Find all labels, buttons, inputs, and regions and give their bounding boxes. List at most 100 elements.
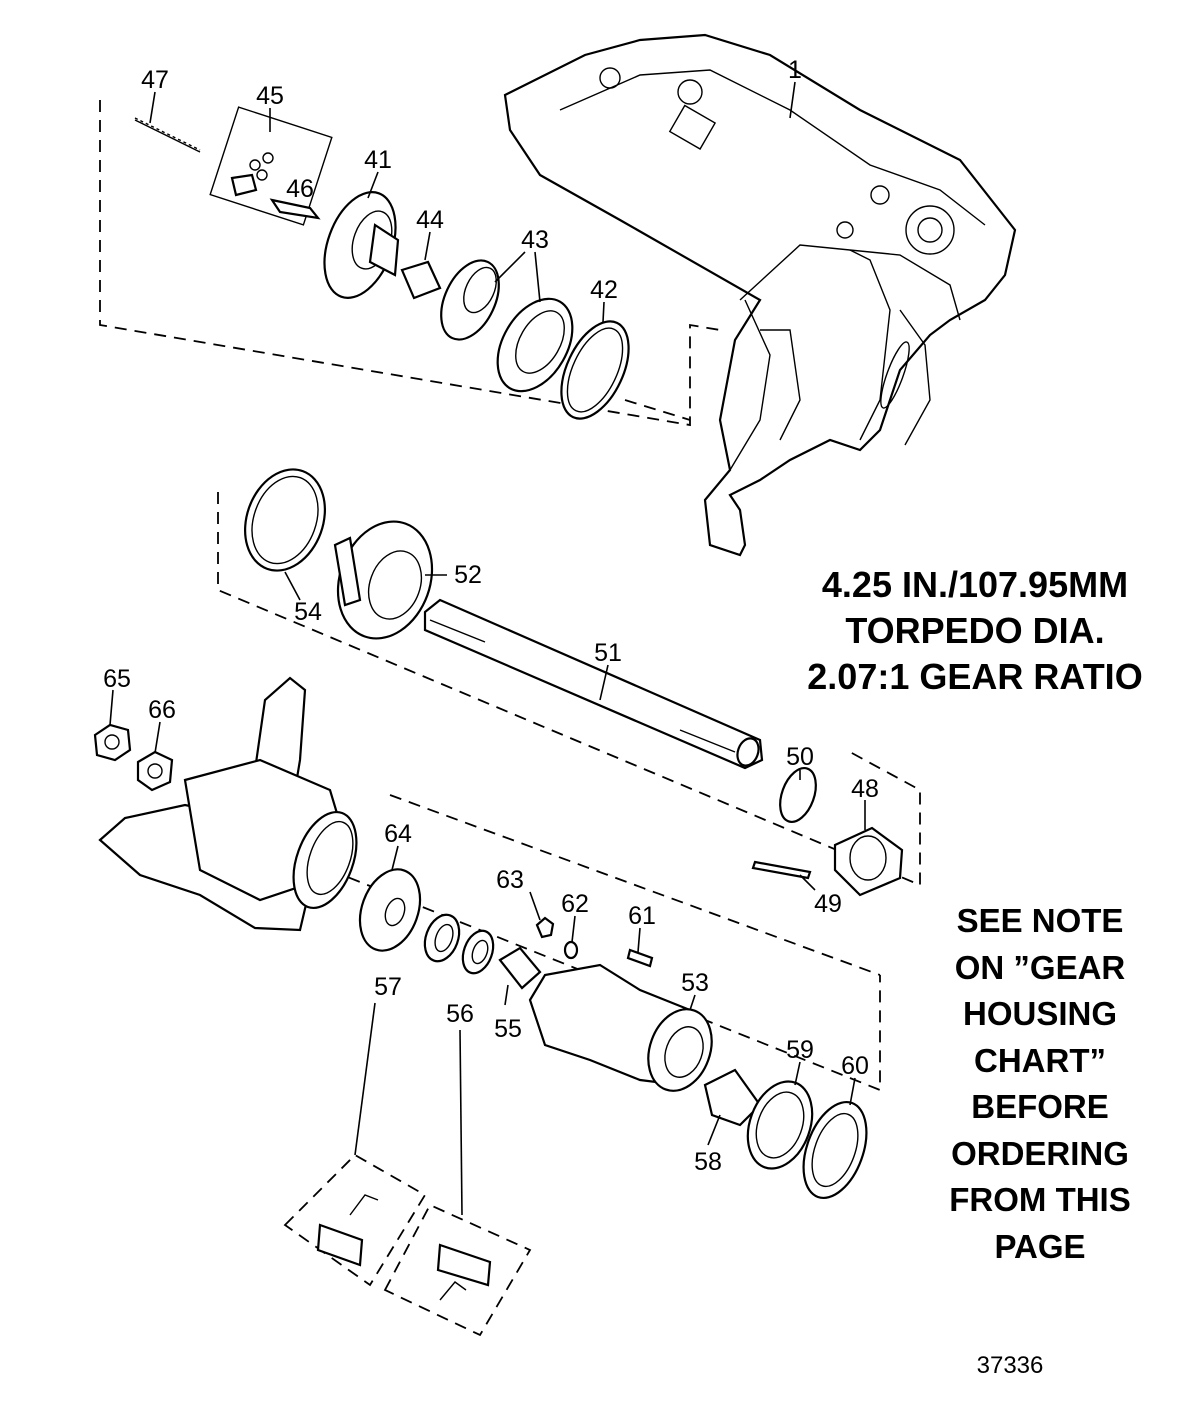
leader-47 xyxy=(149,91,156,124)
leader-57 xyxy=(354,1002,376,1156)
leader-63 xyxy=(529,891,541,921)
callout-43: 43 xyxy=(521,226,549,254)
seal-part-56 xyxy=(461,929,495,975)
callout-52: 52 xyxy=(454,561,482,589)
note-line-1: SEE NOTE xyxy=(956,902,1124,939)
detail-pin-right xyxy=(436,1243,492,1301)
leader-54 xyxy=(284,571,301,601)
callout-55: 55 xyxy=(494,1015,522,1043)
cam-kit-part-45 xyxy=(209,106,333,226)
leader-41 xyxy=(367,171,379,199)
leader-59 xyxy=(794,1061,801,1086)
leader-53 xyxy=(689,994,696,1011)
note-line-6: ORDERING xyxy=(951,1134,1129,1172)
leader-60 xyxy=(849,1077,856,1106)
callout-42: 42 xyxy=(590,276,618,304)
leader-64 xyxy=(391,845,399,871)
leader-51 xyxy=(599,664,609,701)
upper-assembly-dashed-right xyxy=(624,399,691,421)
detail-pin-left xyxy=(316,1194,379,1267)
bearing-part-58 xyxy=(703,1068,762,1127)
callout-57: 57 xyxy=(374,973,402,1001)
shim-ring-part-42 xyxy=(560,320,630,420)
bearing-part-44 xyxy=(400,260,442,300)
bearing-carrier-part-53 xyxy=(528,963,713,1092)
gear-housing-part-1 xyxy=(503,33,1017,557)
callout-65: 65 xyxy=(103,665,131,693)
note-line-3: HOUSING xyxy=(962,995,1117,1032)
callout-63: 63 xyxy=(496,866,524,894)
spec-line-3: 2.07:1 GEAR RATIO xyxy=(807,656,1143,697)
figure-number: 37336 xyxy=(976,1352,1044,1379)
spring-part-47 xyxy=(134,117,201,153)
detail-box-left xyxy=(283,1153,427,1287)
leader-56 xyxy=(459,1029,463,1216)
callout-46: 46 xyxy=(286,175,314,203)
callout-58: 58 xyxy=(694,1148,722,1176)
propeller-shaft-part-51 xyxy=(423,598,764,770)
seal-part-57 xyxy=(423,913,461,963)
leader-65 xyxy=(109,689,114,726)
callout-50: 50 xyxy=(786,743,814,771)
note-line-4: CHART” xyxy=(974,1041,1106,1079)
washer-part-62 xyxy=(563,940,579,960)
thrust-hub-part-64 xyxy=(358,868,422,952)
callout-60: 60 xyxy=(841,1052,869,1080)
callout-64: 64 xyxy=(384,820,412,848)
cam-part-46 xyxy=(269,198,321,220)
spec-line-2: TORPEDO DIA. xyxy=(845,610,1105,651)
leader-62 xyxy=(571,915,576,943)
callout-48: 48 xyxy=(851,775,879,803)
leader-55 xyxy=(504,984,509,1006)
upper-assembly-dashed-outline xyxy=(99,100,721,427)
note-line-5: BEFORE xyxy=(971,1088,1109,1125)
shaft-assembly-dashed-outline xyxy=(217,492,921,887)
leader-44 xyxy=(424,231,431,261)
pinion-gear-part-41 xyxy=(323,191,400,299)
callout-61: 61 xyxy=(628,902,656,930)
callout-45: 45 xyxy=(256,82,284,110)
leader-61 xyxy=(637,927,641,953)
tapered-bearing-part-43 xyxy=(440,259,574,393)
callout-51: 51 xyxy=(594,639,622,667)
callout-59: 59 xyxy=(786,1036,814,1064)
callout-66: 66 xyxy=(148,696,176,724)
leader-43b xyxy=(534,251,541,303)
leader-49 xyxy=(799,874,816,891)
callout-41: 41 xyxy=(364,146,392,174)
carrier-dashed-top xyxy=(389,794,881,976)
torpedo-spec-text: 4.25 IN./107.95MM TORPEDO DIA. 2.07:1 GE… xyxy=(770,562,1180,700)
nut-part-65 xyxy=(93,723,132,762)
leader-66 xyxy=(154,721,161,754)
spec-line-1: 4.25 IN./107.95MM xyxy=(821,564,1129,605)
callout-47: 47 xyxy=(141,66,169,94)
note-line-8: PAGE xyxy=(994,1227,1086,1265)
callout-54: 54 xyxy=(294,598,322,626)
callout-49: 49 xyxy=(814,890,842,918)
carrier-assembly-dashed-outline xyxy=(329,869,881,1092)
callout-56: 56 xyxy=(446,1000,474,1028)
leader-1 xyxy=(789,81,796,119)
ordering-note: SEE NOTE ON ”GEAR HOUSING CHART” BEFORE … xyxy=(925,898,1155,1270)
clutch-part-48 xyxy=(833,826,904,897)
callout-44: 44 xyxy=(416,206,444,234)
pin-part-49 xyxy=(751,860,812,880)
detail-box-right xyxy=(383,1203,532,1337)
tab-washer-part-66 xyxy=(136,750,174,792)
washer-part-50 xyxy=(779,767,817,823)
callout-1: 1 xyxy=(788,56,802,84)
leader-58 xyxy=(707,1114,721,1146)
leader-42 xyxy=(602,301,605,323)
note-line-2: ON ”GEAR xyxy=(954,948,1126,986)
thrust-bearing-part-60 xyxy=(802,1100,868,1200)
leader-43a xyxy=(494,251,526,283)
callout-62: 62 xyxy=(561,890,589,918)
propeller-assembly xyxy=(98,676,358,932)
callout-53: 53 xyxy=(681,969,709,997)
nut-part-63 xyxy=(535,916,555,939)
stud-part-61 xyxy=(626,948,654,968)
note-line-7: FROM THIS xyxy=(949,1181,1131,1218)
forward-gear-part-52 xyxy=(333,520,434,640)
bearing-part-55 xyxy=(498,946,542,990)
o-ring-part-54 xyxy=(244,468,326,572)
